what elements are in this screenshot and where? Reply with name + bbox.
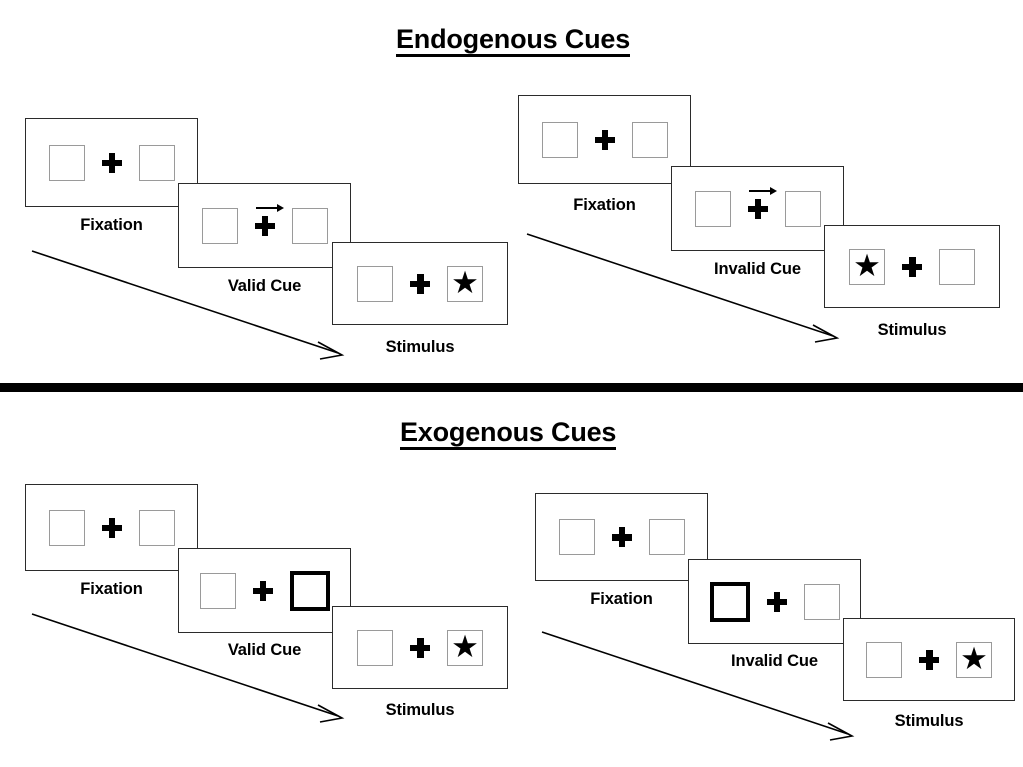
right-target-box: ★ [447,265,483,302]
panel-content [689,581,860,622]
left-placeholder-box [48,144,85,181]
right-target-box: ★ [956,641,992,678]
panel-content: ★ [844,641,1014,678]
panel-label-stimulus-exogenous-valid: Stimulus [385,701,455,719]
panel-label-fixation-exogenous-valid: Fixation [80,580,143,598]
panel-content: ★ [333,265,507,302]
left-placeholder-box [558,519,595,555]
left-target-box: ★ [849,248,885,285]
fixation-cross-icon [594,129,615,150]
trial-panel-stimulus-exogenous-valid[interactable]: ★ [332,606,508,689]
time-flow-arrow-endogenous-valid [30,247,350,362]
section-title-endogenous: Endogenous Cues [396,25,630,58]
panel-label-cue-exogenous-invalid: Invalid Cue [731,652,818,670]
fixation-cross-icon [252,580,273,601]
panel-label-fixation-exogenous-invalid: Fixation [590,590,653,608]
panel-content [179,570,350,611]
fixation-cross-icon [902,256,922,277]
panel-label-stimulus-endogenous-invalid: Stimulus [877,321,947,339]
panel-content [519,121,690,158]
panel-label-cue-endogenous-valid: Valid Cue [227,277,302,295]
star-icon: ★ [451,265,479,300]
panel-label-fixation-endogenous-invalid: Fixation [573,196,636,214]
right-placeholder-box [631,121,668,158]
panel-content: ★ [333,629,507,666]
trial-panel-fixation-exogenous-valid[interactable] [25,484,198,571]
trial-panel-stimulus-exogenous-invalid[interactable]: ★ [843,618,1015,701]
trial-panel-cue-exogenous-invalid[interactable] [688,559,861,644]
panel-content [26,509,197,546]
left-placeholder-box [866,641,902,678]
panel-content [179,203,350,244]
left-cued-box [709,581,750,622]
fixation-cross-icon [101,517,122,538]
panel-content: ★ [825,248,999,285]
time-flow-arrow-exogenous-valid [30,610,350,725]
trial-panel-fixation-endogenous-invalid[interactable] [518,95,691,184]
right-placeholder-box [784,190,821,227]
fixation-cross-icon [410,637,430,658]
right-target-box: ★ [447,629,483,666]
time-flow-arrow-exogenous-invalid [540,628,860,743]
left-placeholder-box [199,572,236,609]
fixation-cross-icon [766,591,787,612]
left-placeholder-box [201,207,238,244]
fixation-cross-icon [919,649,939,670]
panel-content [672,186,843,227]
right-placeholder-box [648,519,685,555]
trial-panel-cue-exogenous-valid[interactable] [178,548,351,633]
fixation-cross-icon [254,203,284,236]
fixation-cross-icon [101,152,122,173]
left-placeholder-box [694,190,731,227]
section-title-exogenous: Exogenous Cues [400,418,616,451]
right-cued-box [289,570,330,611]
star-icon: ★ [451,629,479,664]
right-placeholder-box [138,509,175,546]
rightward-arrow-cue-icon [748,184,778,196]
fixation-cross-icon [410,273,430,294]
panel-label-cue-exogenous-valid: Valid Cue [227,641,302,659]
left-placeholder-box [357,629,393,666]
fixation-cross-icon [747,186,777,219]
panel-label-fixation-endogenous-valid: Fixation [80,216,143,234]
trial-panel-fixation-endogenous-valid[interactable] [25,118,198,207]
left-placeholder-box [48,509,85,546]
trial-panel-fixation-exogenous-invalid[interactable] [535,493,708,581]
time-flow-arrow-endogenous-invalid [525,230,845,345]
trial-panel-stimulus-endogenous-valid[interactable]: ★ [332,242,508,325]
panel-content [26,144,197,181]
star-icon: ★ [853,248,881,283]
trial-panel-cue-endogenous-valid[interactable] [178,183,351,268]
left-placeholder-box [357,265,393,302]
right-placeholder-box [138,144,175,181]
left-placeholder-box [541,121,578,158]
panel-label-stimulus-exogenous-invalid: Stimulus [894,712,964,730]
panel-label-cue-endogenous-invalid: Invalid Cue [714,260,801,278]
star-icon: ★ [960,641,988,676]
trial-panel-stimulus-endogenous-invalid[interactable]: ★ [824,225,1000,308]
right-placeholder-box [291,207,328,244]
section-divider [0,383,1023,392]
fixation-cross-icon [611,527,632,547]
right-placeholder-box [803,583,840,620]
panel-label-stimulus-endogenous-valid: Stimulus [385,338,455,356]
rightward-arrow-cue-icon [255,201,285,213]
panel-content [536,519,707,555]
right-placeholder-box [939,248,975,285]
trial-panel-cue-endogenous-invalid[interactable] [671,166,844,251]
